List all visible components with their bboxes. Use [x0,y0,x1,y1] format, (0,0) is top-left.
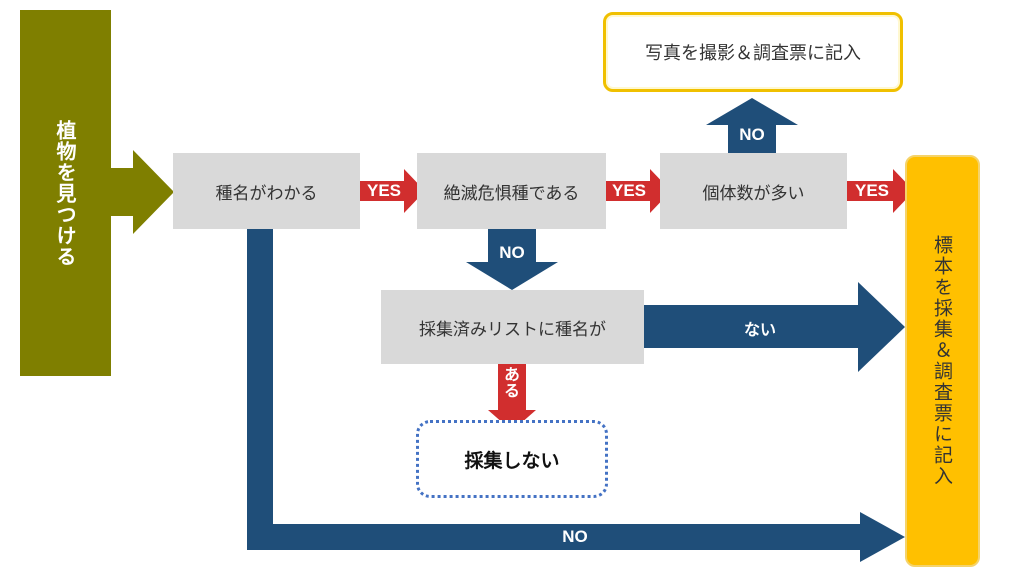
no-bottom-arrow [247,229,905,562]
node-collect-specimen: 標本を採集＆調査票に記入 [905,155,980,567]
no-down-arrow [466,229,558,290]
listed-label: ある [501,366,520,398]
not-listed-arrow [642,282,905,372]
node-do-not-collect: 採集しない [416,420,608,498]
node-many-individuals: 個体数が多い [660,153,847,229]
node-endangered: 絶滅危惧種である [417,153,606,229]
start-arrow [110,150,174,234]
not-listed-label: ない [743,320,776,339]
yes-label-3: YES [854,181,890,200]
yes-arrow-1 [352,169,425,213]
node-on-collected-list: 採集済みリストに種名が [381,290,644,364]
yes-arrow-3 [840,169,914,213]
yes-label-2: YES [611,181,647,200]
no-down-label: NO [499,243,525,262]
start-box: 植物を見つける [20,10,111,376]
no-up-arrow [706,98,798,153]
no-bottom-label: NO [562,527,588,546]
yes-arrow-2 [597,169,671,213]
no-up-label: NO [739,125,765,144]
yes-label-1: YES [366,181,402,200]
node-photo-record: 写真を撮影＆調査票に記入 [603,12,903,92]
listed-arrow [488,364,536,431]
node-know-species: 種名がわかる [173,153,360,229]
